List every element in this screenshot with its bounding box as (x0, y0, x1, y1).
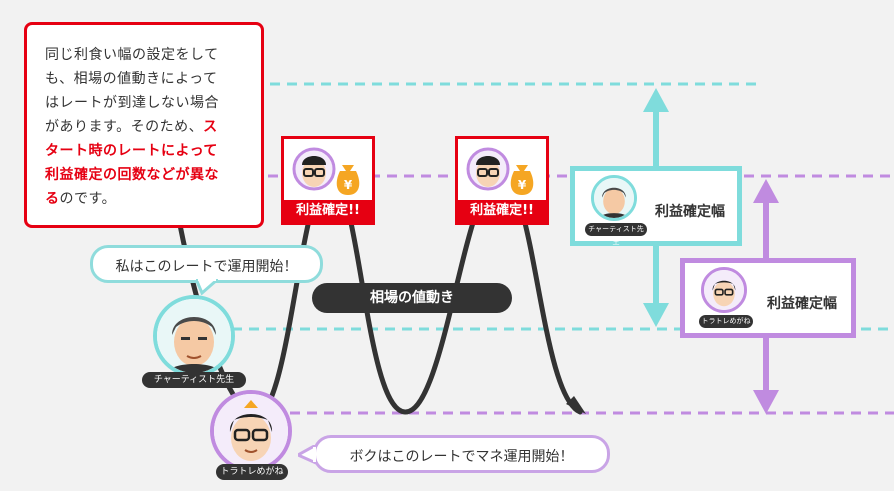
price-movement-label: 相場の値動き (312, 283, 512, 313)
toratore-avatar-small (701, 267, 747, 313)
note-emphasis: ス (203, 119, 218, 135)
note-emphasis: る (45, 191, 60, 207)
note-line: 同じ利食い幅の設定をして (45, 47, 219, 63)
chartist-avatar (153, 295, 235, 377)
man-face-icon (594, 178, 634, 218)
man-face-icon (157, 299, 231, 373)
svg-text:¥: ¥ (344, 178, 353, 192)
chartist-name-label-small: チャーティスト先生 (585, 223, 647, 246)
note-line: はレートが到達しない場合 (45, 95, 219, 111)
chartist-name-label: チャーティスト先生 (142, 372, 246, 388)
explanation-note: 同じ利食い幅の設定をして も、相場の値動きによって はレートが到達しない場合 が… (24, 22, 264, 228)
note-line: も、相場の値動きによって (45, 71, 218, 87)
teal-arrow-down (643, 303, 669, 327)
chartist-avatar-small (591, 175, 637, 221)
svg-text:¥: ¥ (518, 178, 527, 192)
bubble-tail (298, 445, 316, 465)
toratore-name-label: トラトレめがね (216, 464, 288, 480)
chartist-speech-bubble: 私はこのレートで運用開始！ (90, 245, 323, 283)
note-line: のです。 (59, 191, 117, 207)
toratore-speech-bubble: ボクはこのレートでマネ運用開始！ (313, 435, 610, 473)
purple-arrow-down (753, 390, 779, 414)
price-curve-arrowhead (566, 396, 586, 414)
profit-badge: ¥ 利益確定!! (455, 136, 549, 225)
profit-width-title: 利益確定幅 (767, 296, 837, 312)
money-bag-icon: ¥ (292, 147, 360, 195)
teal-arrow-up (643, 88, 669, 112)
toratore-name-label-small: トラトレめがね (699, 315, 753, 328)
toratore-profit-width-box: トラトレめがね 利益確定幅 (680, 258, 856, 338)
profit-badge-label: 利益確定!! (284, 200, 372, 222)
bubble-tail (196, 279, 218, 295)
chartist-profit-width-box: チャーティスト先生 利益確定幅 (570, 166, 742, 246)
glasses-face-icon (214, 394, 288, 468)
toratore-avatar (210, 390, 292, 472)
glasses-face-icon (704, 270, 744, 310)
profit-width-title: 利益確定幅 (655, 204, 725, 220)
purple-arrow-up (753, 179, 779, 203)
money-bag-icon: ¥ (466, 147, 534, 195)
note-emphasis: タート時のレートによって (45, 143, 218, 159)
profit-badge: ¥ 利益確定!! (281, 136, 375, 225)
note-line: があります。そのため、 (45, 119, 204, 135)
profit-badge-label: 利益確定!! (458, 200, 546, 222)
note-emphasis: 利益確定の回数などが異な (45, 167, 219, 183)
